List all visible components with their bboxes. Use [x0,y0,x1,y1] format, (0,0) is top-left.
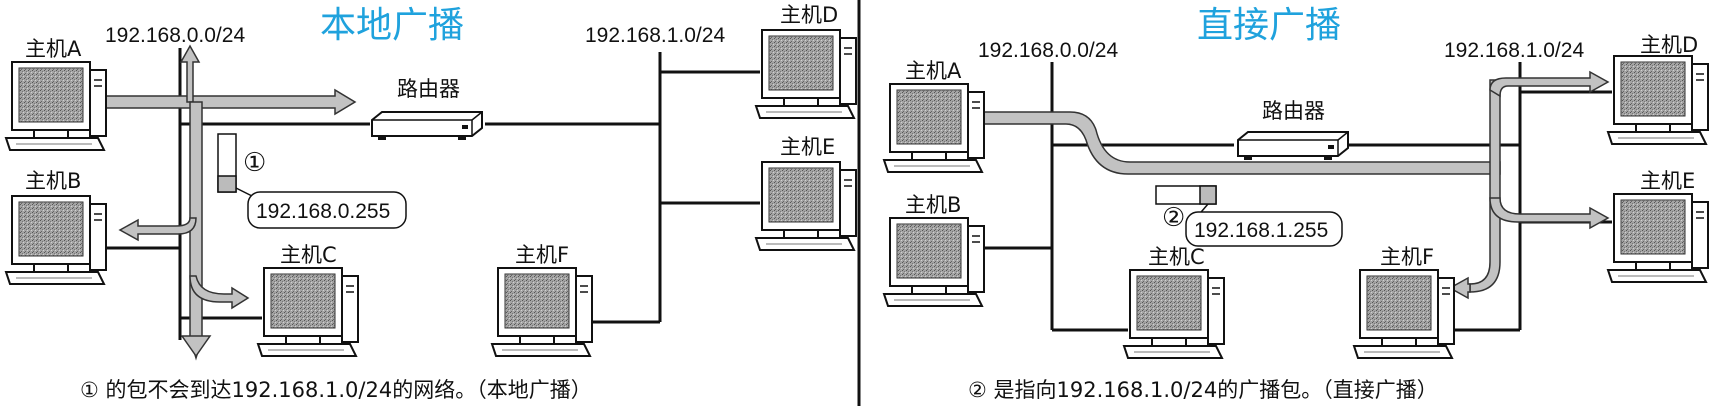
right-host-a-label: 主机A [905,59,962,83]
left-host-b-label: 主机B [25,169,81,193]
left-host-d-icon [755,29,857,119]
right-host-e-icon [1607,193,1709,283]
left-broadcast-arrows [105,44,357,361]
right-title: 直接广播 [1197,5,1341,46]
left-host-c-icon [257,267,359,357]
left-caption: ① 的包不会到达192.168.1.0/24的网络。（本地广播） [80,378,592,402]
left-network-b-label: 192.168.1.0/24 [585,24,725,47]
left-host-a-icon [5,61,107,151]
right-packet-icon [1155,185,1217,205]
right-packet-address: 192.168.1.255 [1194,219,1328,242]
left-host-a-label: 主机A [25,37,82,61]
left-title: 本地广播 [320,5,464,46]
left-router-icon [371,111,483,141]
right-host-d-icon [1607,55,1709,145]
right-network-b-label: 192.168.1.0/24 [1444,39,1584,62]
left-host-f-label: 主机F [515,243,569,267]
left-host-f-icon [491,267,593,357]
right-host-f-icon [1353,269,1455,359]
left-panel: 本地广播 192.168.0.0/24 192.168.1.0/24 [5,3,857,402]
left-packet-marker: ① [243,148,266,178]
right-host-b-label: 主机B [905,193,961,217]
right-host-a-icon [883,83,985,173]
right-network-a-label: 192.168.0.0/24 [978,39,1118,62]
left-callout-box [247,191,407,229]
left-host-c-label: 主机C [280,243,337,267]
left-packet-icon [217,133,237,193]
right-router-label: 路由器 [1262,99,1325,123]
left-packet-address: 192.168.0.255 [256,200,390,223]
right-router-icon [1237,131,1349,161]
right-broadcast-arrows [975,70,1610,300]
right-host-c-icon [1123,269,1225,359]
right-caption: ② 是指向192.168.1.0/24的广播包。（直接广播） [968,378,1438,402]
right-host-f-label: 主机F [1380,245,1434,269]
left-host-e-icon [755,161,857,251]
right-host-b-icon [883,217,985,307]
left-host-e-label: 主机E [780,135,835,159]
right-panel: 直接广播 192.168.0.0/24 192.168.1.0/24 路由器 [883,5,1709,402]
right-host-d-label: 主机D [1640,33,1698,57]
left-router-label: 路由器 [397,77,460,101]
right-host-e-label: 主机E [1640,169,1695,193]
right-callout-box [1185,211,1343,247]
right-packet-marker: ② [1162,203,1185,233]
left-host-d-label: 主机D [780,3,838,27]
left-host-b-icon [5,195,107,285]
left-network-a-label: 192.168.0.0/24 [105,24,245,47]
right-host-c-label: 主机C [1148,245,1205,269]
